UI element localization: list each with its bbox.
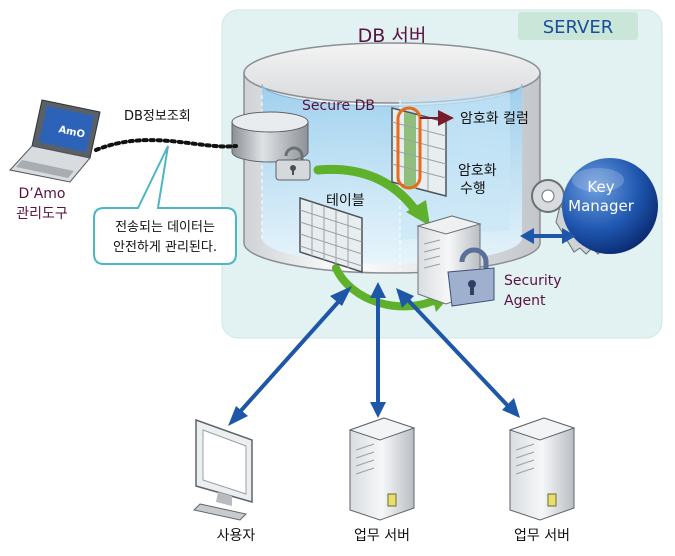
padlock-icon bbox=[447, 247, 495, 307]
laptop-screen-logo: AmO bbox=[58, 124, 86, 140]
client-arrows bbox=[228, 282, 520, 426]
key-manager-label-2: Manager bbox=[568, 197, 635, 215]
encrypt-exec-label-2: 수행 bbox=[460, 181, 486, 197]
server-badge-box bbox=[518, 12, 638, 40]
key-manager-label-1: Key bbox=[587, 178, 614, 196]
business-server-2-icon bbox=[508, 417, 576, 521]
callout-text-2: 안전하게 관리된다. bbox=[113, 240, 217, 255]
server2-arrow bbox=[406, 298, 510, 408]
encrypt-exec-label-1: 암호화 bbox=[458, 163, 497, 179]
db-server-title: DB 서버 bbox=[358, 25, 427, 47]
monitor-icon bbox=[192, 418, 253, 521]
callout-text-1: 전송되는 데이터는 bbox=[115, 220, 215, 235]
source-db-barrel bbox=[231, 111, 309, 163]
security-callout bbox=[93, 145, 237, 265]
encrypted-column-label: 암호화 컬럼 bbox=[460, 111, 529, 127]
table-grid-icon bbox=[299, 196, 363, 274]
security-agent-label-2: Agent bbox=[504, 293, 546, 309]
user-arrow bbox=[236, 298, 342, 416]
table-label: 테이블 bbox=[326, 193, 365, 209]
admin-tool-label-2: 관리도구 bbox=[16, 206, 68, 222]
business-server-1-label: 업무 서버 bbox=[354, 528, 410, 544]
encrypt-flow-arrow bbox=[313, 164, 423, 219]
security-agent-label-1: Security bbox=[504, 273, 562, 289]
lock-icon bbox=[275, 146, 311, 181]
business-server-2-label: 업무 서버 bbox=[514, 528, 570, 544]
encrypted-column-grid bbox=[391, 106, 447, 197]
key-agent-link-arrow bbox=[520, 228, 576, 244]
db-query-label: DB정보조회 bbox=[124, 109, 191, 124]
laptop-icon bbox=[9, 99, 101, 183]
business-server-1-icon bbox=[348, 417, 416, 521]
admin-tool-label-1: D’Amo bbox=[18, 186, 65, 202]
key-manager-globe bbox=[562, 158, 658, 254]
user-label: 사용자 bbox=[217, 528, 256, 544]
secure-db-label: Secure DB bbox=[302, 98, 375, 114]
server-badge: SERVER bbox=[543, 17, 614, 38]
db-query-link bbox=[94, 138, 238, 152]
